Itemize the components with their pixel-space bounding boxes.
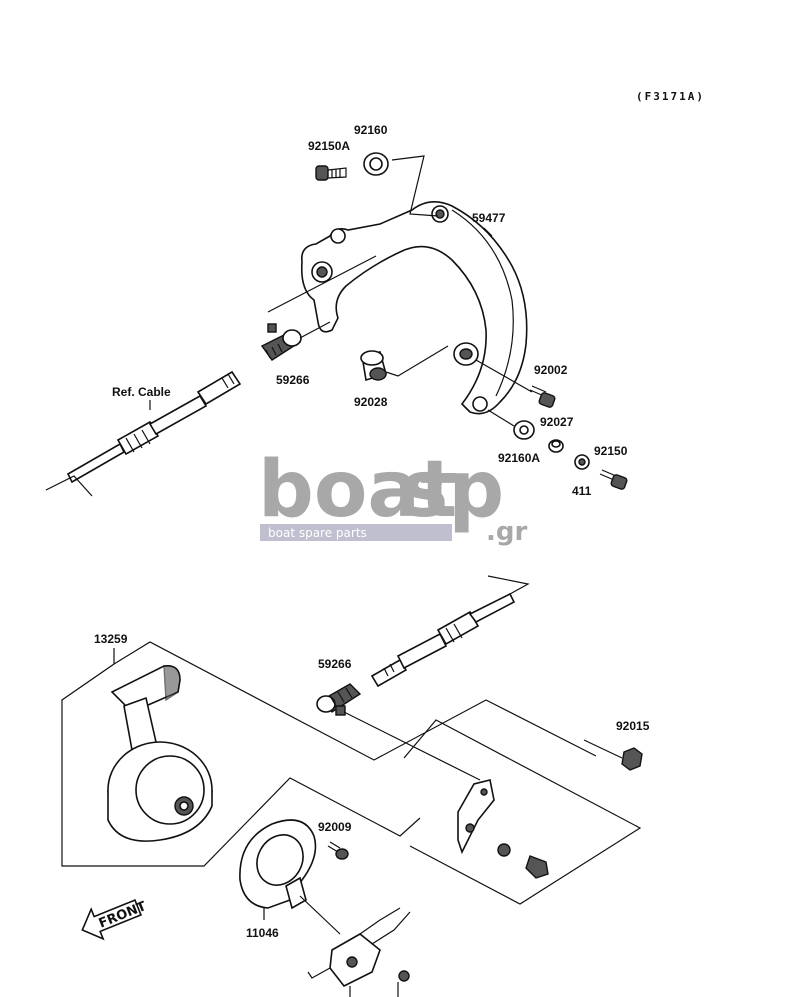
joint-59266-top <box>260 323 302 361</box>
watermark-brand-left: boat <box>258 445 457 535</box>
label-92160A: 92160A <box>498 451 540 465</box>
cable-lower <box>370 592 516 688</box>
watermark-brand-right: sp <box>402 445 504 535</box>
leader-92015 <box>583 739 623 759</box>
leader-cable-lower-break <box>487 575 530 595</box>
label-59266-top: 59266 <box>276 373 310 387</box>
nut-92015 <box>621 747 643 771</box>
label-59477: 59477 <box>472 211 506 225</box>
bolt-92150A <box>315 165 347 181</box>
washer-92160A <box>513 420 535 440</box>
washer-small-lower <box>497 843 511 857</box>
bolt-lower <box>525 855 549 879</box>
label-92027: 92027 <box>540 415 574 429</box>
label-92160: 92160 <box>354 123 388 137</box>
leader-92160 <box>391 155 439 217</box>
collar-92027 <box>548 439 564 453</box>
label-ref-cable: Ref. Cable <box>112 385 171 399</box>
leader-92028 <box>385 345 449 377</box>
bracket-59477 <box>300 201 528 415</box>
screw-92009 <box>327 841 349 860</box>
label-92150: 92150 <box>594 444 628 458</box>
washer-92160 <box>363 152 389 176</box>
front-label: FRONT <box>97 899 149 932</box>
cable-bracket <box>457 779 495 855</box>
cable-upper <box>66 370 242 484</box>
plate-11046 <box>239 819 317 910</box>
leader-59266-top <box>267 255 377 339</box>
leader-59477 <box>483 227 493 237</box>
watermark: boat sp .gr boat spare parts <box>258 445 527 547</box>
label-59266-bottom: 59266 <box>318 657 352 671</box>
switch-wiring <box>299 895 411 997</box>
diagram-code: (F3171A) <box>636 90 705 103</box>
watermark-tld: .gr <box>486 517 527 547</box>
watermark-tagline-bar <box>260 524 452 541</box>
label-92015: 92015 <box>616 719 650 733</box>
bolt-92002 <box>529 385 556 408</box>
label-411: 411 <box>572 484 592 498</box>
leader-92160A <box>487 409 515 427</box>
leader-59266-bottom <box>343 711 481 781</box>
bushing-92028 <box>360 350 387 382</box>
remote-control-13259 <box>107 664 213 842</box>
bolt-92150 <box>599 469 628 490</box>
frame-bracket <box>403 719 642 905</box>
leader-92002 <box>475 359 533 393</box>
label-11046: 11046 <box>246 926 279 940</box>
front-arrow: FRONT <box>81 899 149 941</box>
label-92002: 92002 <box>534 363 568 377</box>
frame-13259 <box>61 641 597 867</box>
watermark-tagline: boat spare parts <box>268 526 367 540</box>
label-92150A: 92150A <box>308 139 350 153</box>
label-92009: 92009 <box>318 820 352 834</box>
leader-cable-break <box>45 475 93 497</box>
joint-59266-bottom <box>316 683 362 716</box>
washer-411 <box>574 454 590 470</box>
label-13259: 13259 <box>94 632 128 646</box>
label-92028: 92028 <box>354 395 388 409</box>
